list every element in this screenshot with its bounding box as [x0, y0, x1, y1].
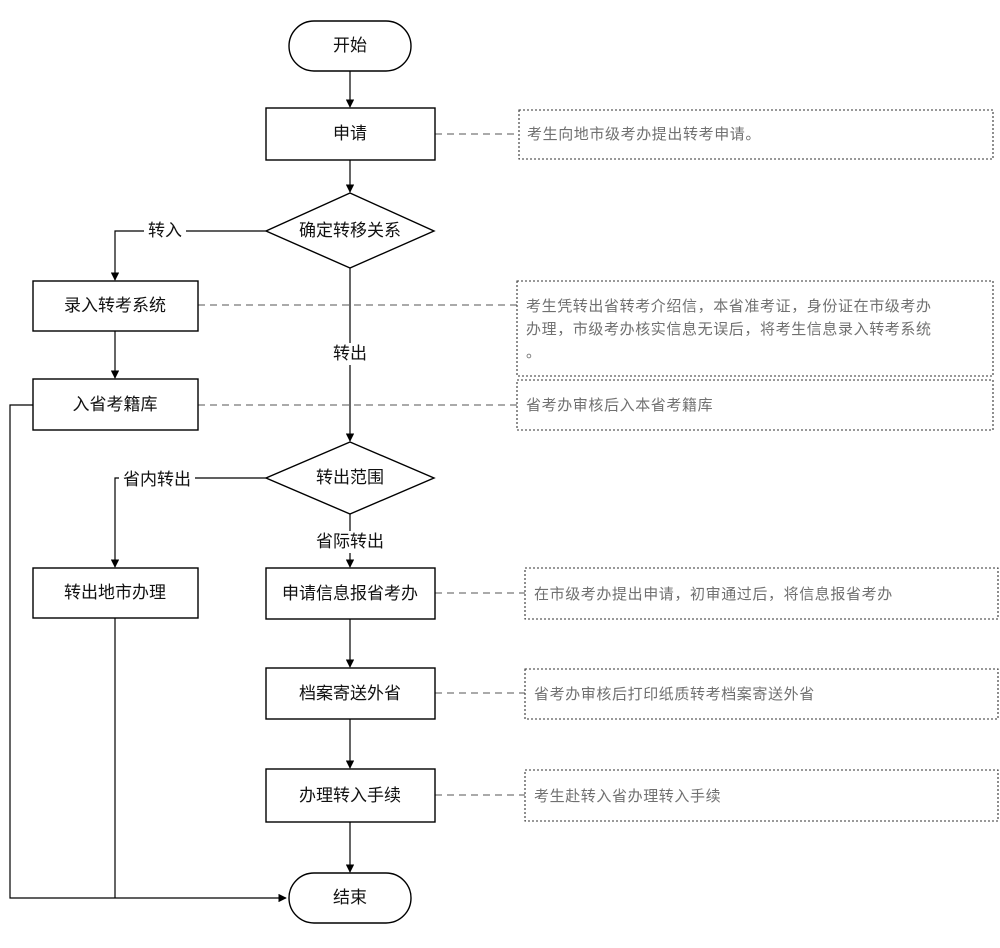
node-mail-archive-label: 档案寄送外省 [299, 684, 401, 704]
node-city-handle-label: 转出地市办理 [64, 583, 166, 603]
node-start: 开始 [288, 20, 412, 72]
node-determine-label: 确定转移关系 [299, 221, 401, 241]
note-enter-library: 省考办审核后入本省考籍库 [516, 379, 994, 431]
node-report-province: 申请信息报省考办 [265, 567, 436, 620]
connector-library-end [9, 404, 287, 903]
node-apply-label: 申请 [333, 124, 367, 144]
node-enter-library-label: 入省考籍库 [73, 395, 158, 415]
node-handle-transfer-in: 办理转入手续 [265, 768, 436, 823]
note-apply: 考生向地市级考办提出转考申请。 [518, 109, 994, 160]
node-transfer-scope-label: 转出范围 [316, 468, 384, 488]
note-enter-system-line-2: 办理，市级考办核实信息无误后，将考生信息录入转考系统 [526, 320, 932, 338]
note-apply-line-1: 考生向地市级考办提出转考申请。 [527, 125, 761, 143]
note-report-province-line-1: 在市级考办提出申请，初审通过后，将信息报省考办 [534, 585, 893, 603]
node-end: 结束 [288, 872, 412, 924]
note-enter-system: 考生凭转出省转考介绍信，本省准考证，身份证在市级考办 办理，市级考办核实信息无误… [516, 280, 994, 377]
node-enter-library: 入省考籍库 [32, 378, 199, 431]
note-report-province: 在市级考办提出申请，初审通过后，将信息报省考办 [524, 567, 999, 620]
edge-label-transfer-out: 转出 [333, 344, 367, 364]
node-handle-transfer-in-label: 办理转入手续 [299, 786, 401, 806]
node-apply: 申请 [265, 107, 436, 161]
connector-scope-city [110, 477, 266, 568]
node-start-label: 开始 [333, 36, 367, 56]
node-enter-system-label: 录入转考系统 [64, 296, 166, 316]
edge-label-inter-province: 省际转出 [316, 532, 384, 552]
note-connectors [198, 133, 528, 796]
connector-determine-enter-system [110, 230, 266, 281]
node-enter-system: 录入转考系统 [32, 280, 199, 332]
node-city-handle: 转出地市办理 [32, 567, 199, 619]
note-enter-library-line-1: 省考办审核后入本省考籍库 [526, 396, 713, 414]
node-transfer-scope: 转出范围 [264, 441, 436, 515]
node-mail-archive: 档案寄送外省 [265, 667, 436, 720]
note-handle-transfer-in-line-1: 考生赴转入省办理转入手续 [534, 787, 721, 805]
note-enter-system-line-1: 考生凭转出省转考介绍信，本省准考证，身份证在市级考办 [526, 297, 932, 315]
edge-labels: 转入 转出 省内转出 省际转出 [119, 220, 390, 553]
note-handle-transfer-in: 考生赴转入省办理转入手续 [524, 769, 999, 822]
note-mail-archive: 省考办审核后打印纸质转考档案寄送外省 [524, 668, 999, 720]
node-report-province-label: 申请信息报省考办 [282, 584, 418, 604]
edge-label-transfer-in: 转入 [148, 221, 182, 241]
node-determine: 确定转移关系 [264, 192, 436, 269]
note-mail-archive-line-1: 省考办审核后打印纸质转考档案寄送外省 [534, 685, 815, 703]
node-end-label: 结束 [333, 888, 367, 908]
edge-label-within-province: 省内转出 [123, 470, 191, 490]
note-enter-system-line-3: 。 [526, 343, 542, 361]
